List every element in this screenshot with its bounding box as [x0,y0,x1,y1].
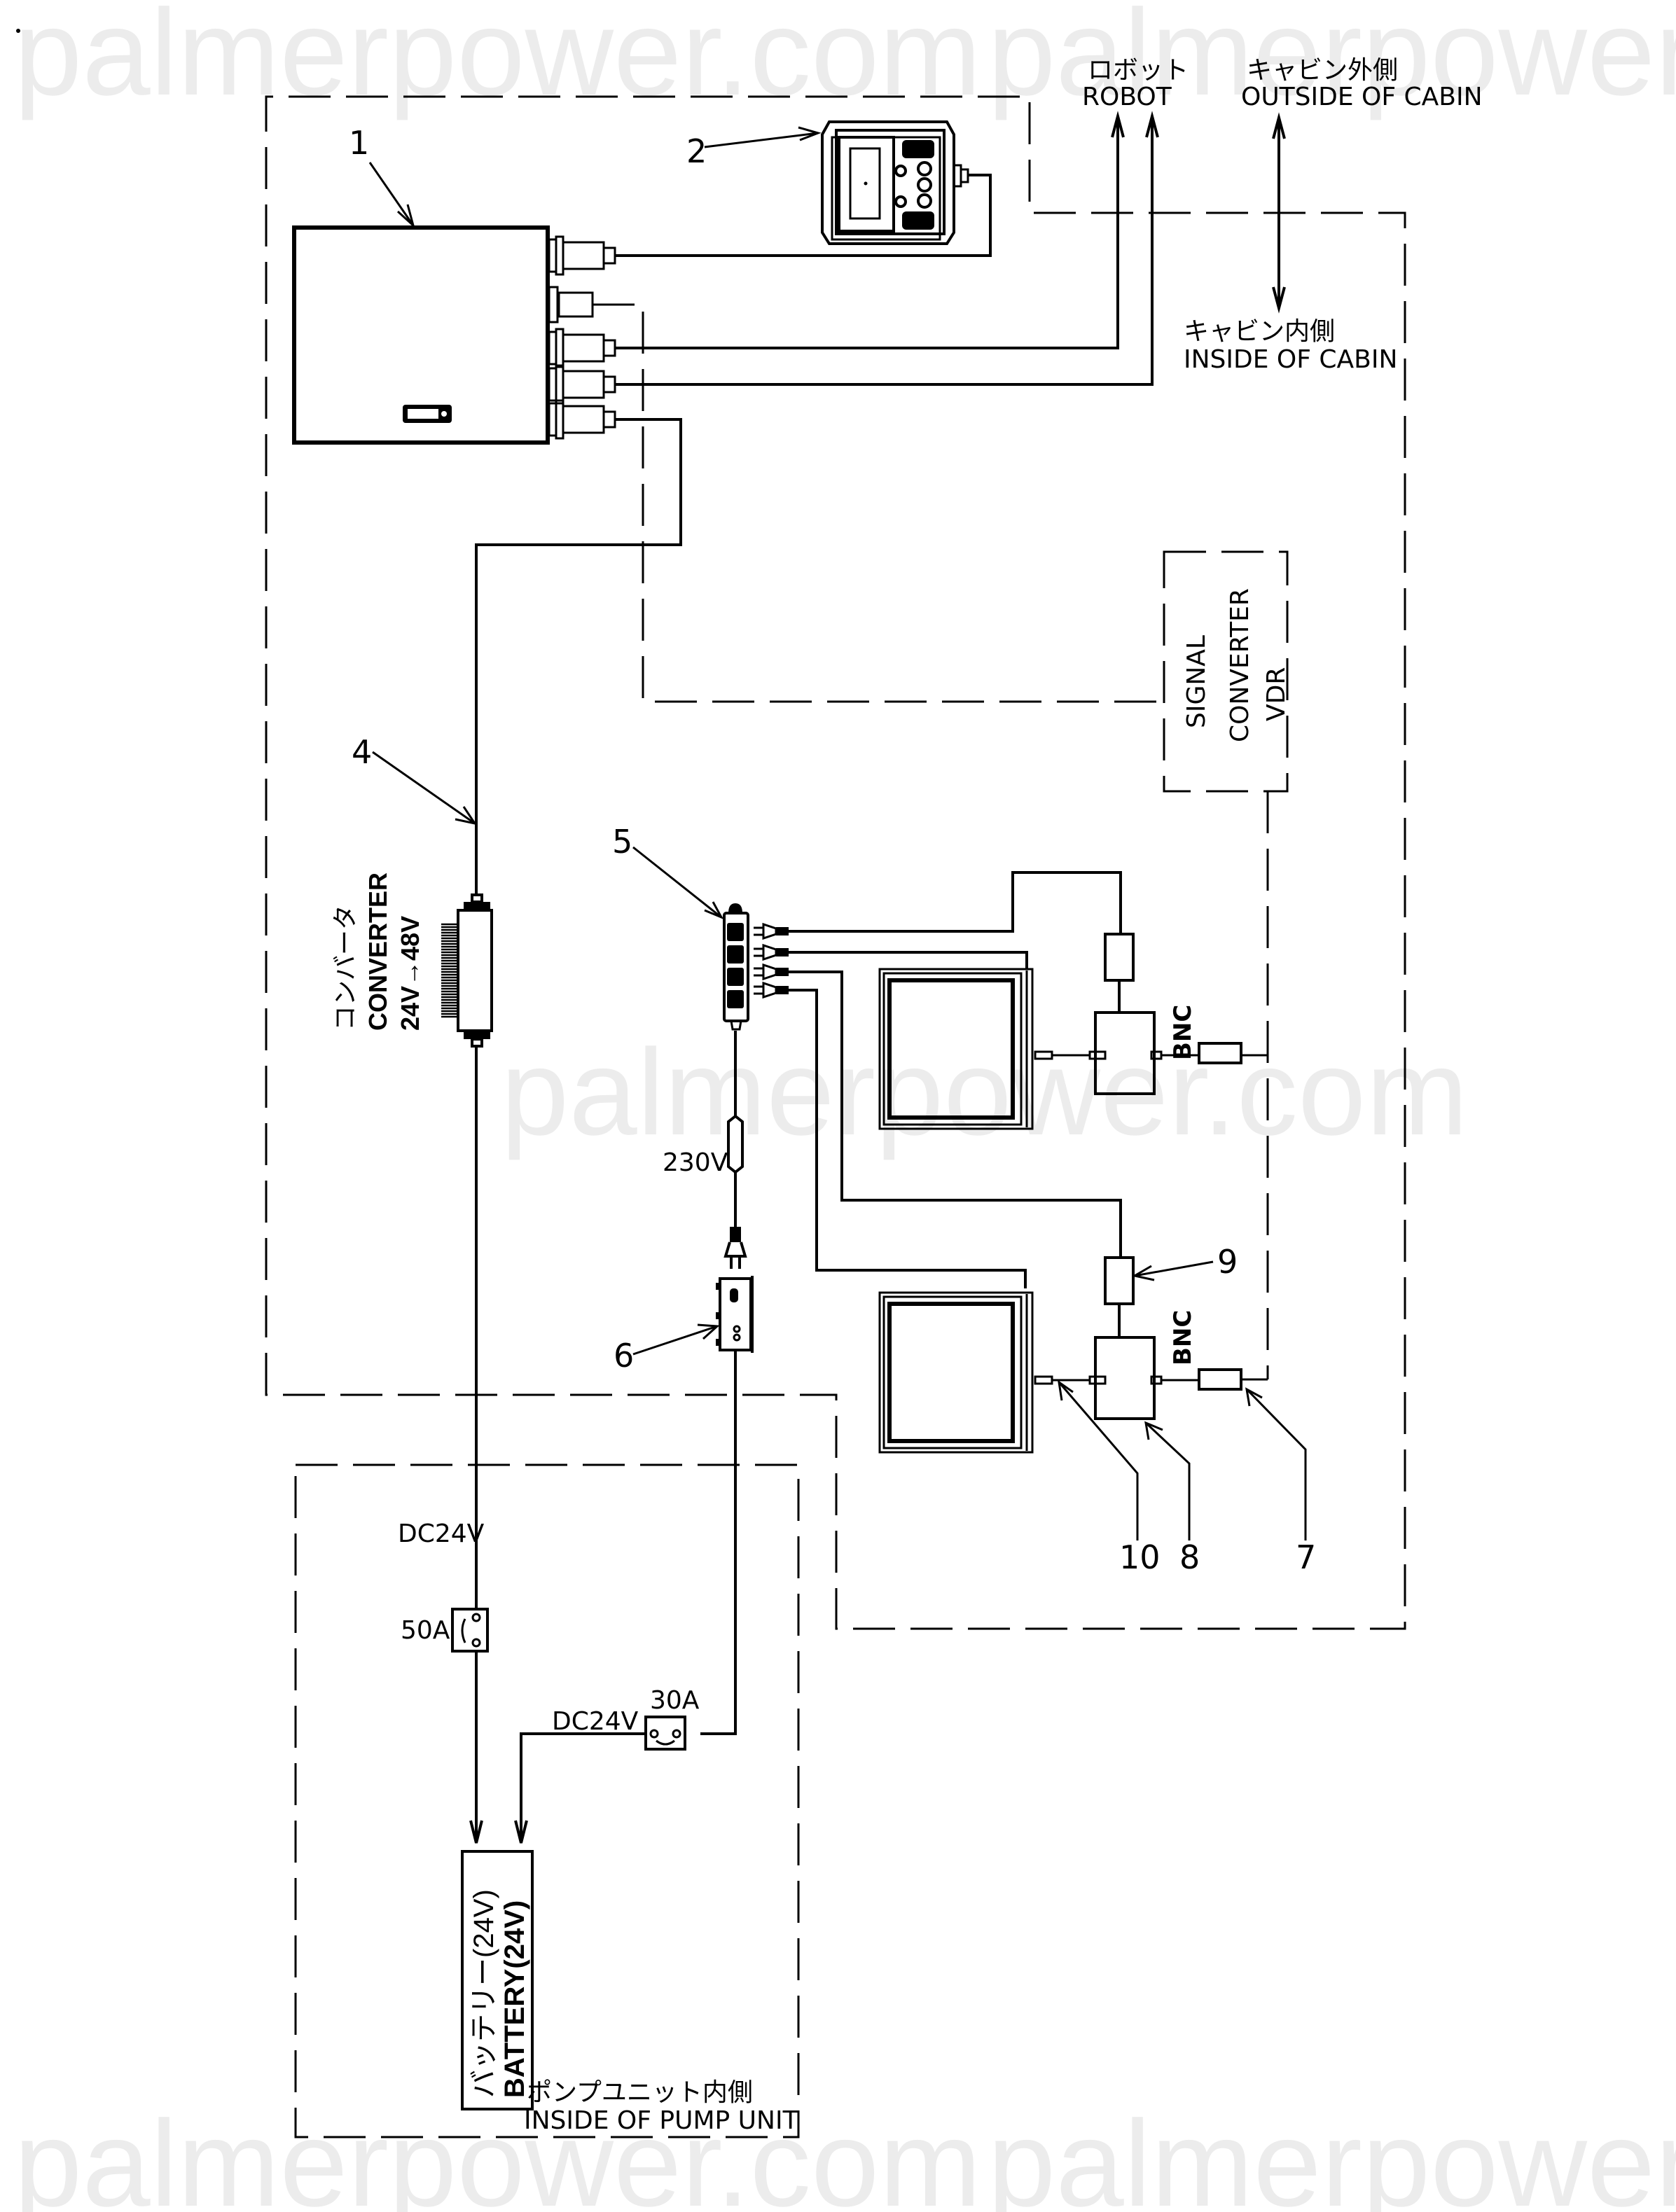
callout-arrow-7 [1245,1387,1307,1540]
wire-signal-converter [593,303,1164,703]
svg-text:VDR: VDR [1262,667,1291,721]
power-strip[interactable] [723,903,749,1031]
battery-label-en: BATTERY(24V) [499,1900,530,2098]
watermark-center: palmerpower.com [501,1024,1468,1161]
power-plug [754,963,789,981]
bnc-label-1: BNC [1169,1005,1197,1060]
watermarks: palmerpower.com palmerpower.com palmerpo… [14,0,1676,2212]
svg-text:24V→48V: 24V→48V [396,916,424,1031]
callout-arrow-10 [1057,1379,1139,1540]
signal-splitter-1[interactable] [1094,933,1156,1095]
connector-port-3 [548,328,616,368]
monitor-2[interactable] [878,1291,1034,1454]
svg-text:コンバータ: コンバータ [331,905,359,1031]
svg-text:CONVERTER: CONVERTER [1226,588,1254,742]
wire-robot-2 [615,118,1154,386]
pump-unit-boundary [294,1463,800,2138]
power-plug [754,922,789,940]
inside-cabin-label-en: INSIDE OF CABIN [1184,345,1397,374]
arrow-to-battery-2 [514,1820,528,1844]
callout-9: 9 [1217,1243,1238,1281]
battery-label-jp: バッテリー(24V) [469,1889,499,2098]
callout-6: 6 [614,1337,634,1375]
mains-plug [723,1227,747,1269]
power-plug [754,981,789,999]
mains-voltage-label: 230V [663,1148,728,1177]
watermark-bottom-right: palmerpower.com [988,2096,1676,2212]
bnc-label-2: BNC [1169,1310,1197,1365]
robot-arrows [1111,111,1159,138]
cord-signal-splitter-2 [789,971,1122,1258]
wire-dc24v-aux [700,1350,737,1735]
converter-label: コンバータ CONVERTER 24V→48V [331,872,424,1031]
connector-port-1 [548,235,616,276]
inside-cabin-label-jp: キャビン内側 [1184,317,1335,346]
wire-panel [615,174,992,257]
power-plug [754,943,789,961]
dc-voltage-label-2: DC24V [552,1707,639,1736]
cord-monitor-2 [789,989,1027,1288]
remote-control-panel[interactable] [821,120,969,245]
callout-7: 7 [1296,1538,1316,1576]
bnc-link-1 [1034,1042,1268,1064]
signal-converter-label: SIGNAL CONVERTER VDR [1182,588,1291,742]
callout-4: 4 [352,733,372,771]
monitor-1[interactable] [878,968,1034,1130]
dc-converter[interactable] [441,893,493,1048]
callout-1: 1 [349,124,369,162]
wire-converter-feed [475,418,682,895]
watermark-top-left: palmerpower.com [14,0,981,121]
callout-arrow-9 [1131,1260,1214,1281]
callout-10: 10 [1119,1538,1161,1576]
fuse-30a-label: 30A [650,1686,700,1715]
bnc-link-2 [1034,1368,1268,1391]
callout-arrow-1 [368,162,415,229]
outside-cabin-label-jp: キャビン外側 [1247,56,1398,85]
svg-text:CONVERTER: CONVERTER [363,872,392,1031]
connector-port-4 [548,364,616,405]
connector-port-2 [548,286,594,324]
signal-converter-box [1163,550,1289,793]
heatsink-fins [441,923,458,1018]
callout-2: 2 [686,132,707,170]
callout-5: 5 [612,823,632,861]
connector-port-5 [548,399,616,440]
inside-pump-label-en: INSIDE OF PUMP UNIT [524,2106,799,2135]
cabin-boundary [265,95,1406,1630]
wire-robot-1 [615,118,1119,349]
inside-pump-label-jp: ポンプユニット内側 [527,2078,753,2107]
main-control-unit[interactable] [292,225,616,445]
mains-cord-break [727,1115,737,1227]
callout-arrow-6 [632,1323,720,1356]
battery[interactable]: バッテリー(24V) BATTERY(24V) [461,1850,534,2110]
callout-arrow-8 [1144,1421,1191,1540]
callout-8: 8 [1179,1538,1200,1576]
fuse-30a[interactable] [644,1716,686,1751]
robot-label-jp: ロボット [1088,56,1189,85]
corner-dot [16,29,20,33]
fuse-50a-label: 50A [401,1616,450,1645]
dc-voltage-label-1: DC24V [398,1519,485,1548]
cord-signal-splitter-1 [789,871,1122,934]
arrow-to-battery-1 [469,1820,483,1844]
callout-arrow-5 [632,846,724,920]
switch-box[interactable] [716,1276,754,1353]
watermark-bottom-left: palmerpower.com [14,2096,981,2212]
svg-text:SIGNAL: SIGNAL [1182,635,1211,728]
power-plugs [754,922,789,999]
cord-monitor-1 [789,951,1028,969]
callout-arrow-2 [704,126,822,148]
outside-cabin-label-en: OUTSIDE OF CABIN [1241,83,1483,111]
cabin-boundary-arrow [1272,112,1286,314]
fuse-50a[interactable] [451,1608,489,1653]
signal-splitter-2[interactable] [1094,1256,1156,1420]
watermark-top-right: palmerpower.com [988,0,1676,121]
robot-label-en: ROBOT [1082,83,1172,111]
callout-arrow-4 [372,751,478,826]
wire-to-battery-2 [520,1732,646,1843]
